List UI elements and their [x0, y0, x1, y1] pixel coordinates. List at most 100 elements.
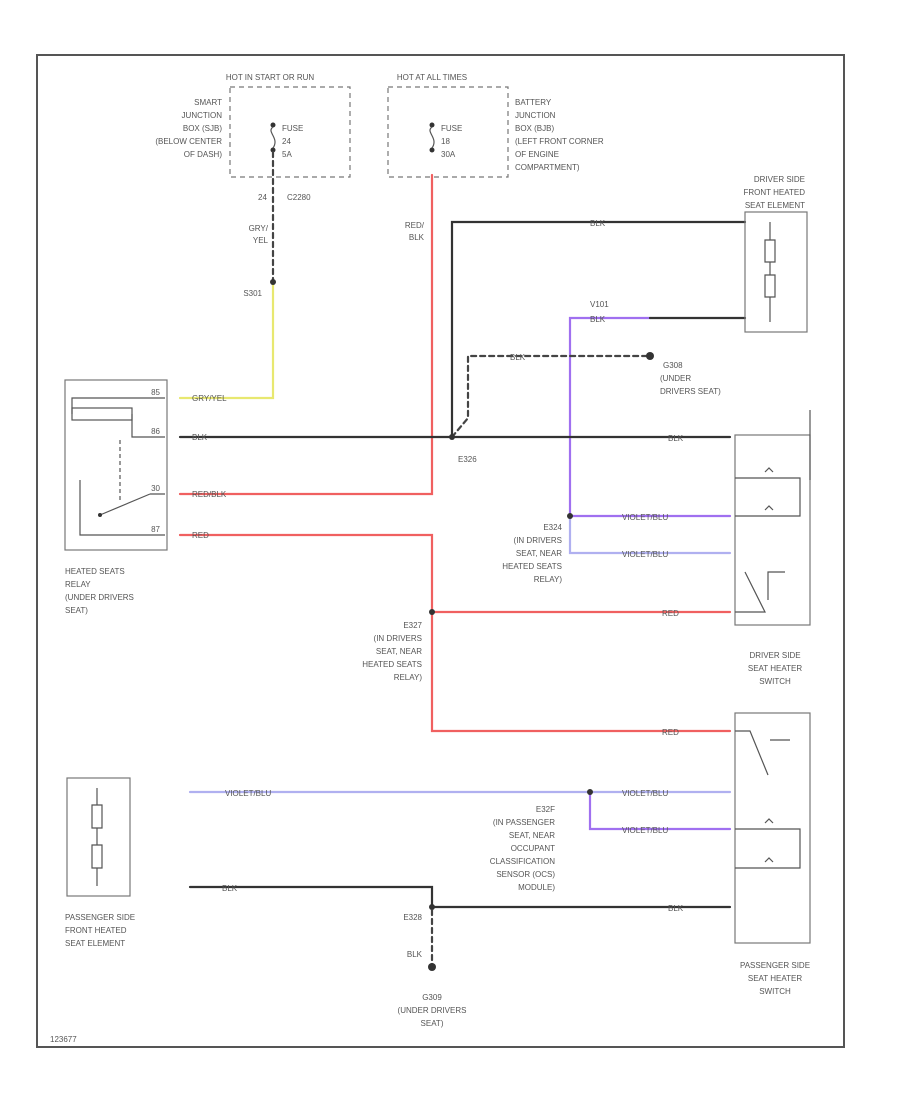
e327-splice: [429, 609, 435, 615]
hot-in-start-label: HOT IN START OR RUN: [226, 73, 315, 82]
e327-line2: (IN DRIVERS: [374, 634, 422, 643]
e328-splice: [429, 904, 435, 910]
fuse-24-icon: [270, 122, 276, 153]
g308-ground: [646, 352, 654, 360]
passenger-element-line2: FRONT HEATED: [65, 926, 127, 935]
driver-switch-lamp-icons: [735, 467, 801, 517]
passenger-element-heater-icon: [91, 788, 103, 886]
relay-pin-86: 86: [151, 427, 160, 436]
fuse-24-line1: FUSE: [282, 124, 303, 133]
blk-label-switch: BLK: [668, 434, 684, 443]
e324-line4: HEATED SEATS: [502, 562, 562, 571]
e32f-line2: (IN PASSENGER: [493, 818, 555, 827]
e328-label: E328: [403, 913, 422, 922]
relay-wire-red-blk: RED/BLK: [192, 490, 227, 499]
smart-jb-line3: BOX (SJB): [183, 124, 222, 133]
driver-switch-line2: SEAT HEATER: [748, 664, 802, 673]
passenger-switch-contact-icon: [735, 730, 790, 776]
battery-junction-box-outline: [387, 86, 509, 178]
passenger-element-line3: SEAT ELEMENT: [65, 939, 125, 948]
passenger-switch-line1: PASSENGER SIDE: [740, 961, 810, 970]
wire-g308-dashed: [450, 354, 652, 439]
battery-jb-line1: BATTERY: [515, 98, 552, 107]
relay-switch-icon: [79, 480, 165, 536]
blk-label-g309: BLK: [407, 950, 423, 959]
wire-red-blk: [178, 173, 434, 496]
s301-splice: [270, 279, 276, 285]
e32f-line7: MODULE): [518, 883, 555, 892]
battery-jb-line6: COMPARTMENT): [515, 163, 580, 172]
s301-label: S301: [243, 289, 262, 298]
wire-gry-yel: [178, 280, 275, 400]
wire-violet-passenger-switch: [588, 790, 732, 831]
g309-line3: SEAT): [421, 1019, 444, 1028]
driver-switch-line1: DRIVER SIDE: [749, 651, 800, 660]
smart-jb-line2: JUNCTION: [182, 111, 223, 120]
e327-line4: HEATED SEATS: [362, 660, 422, 669]
fuse-18-line2: 18: [441, 137, 450, 146]
gry-yel-label-1: GRY/: [249, 224, 269, 233]
battery-jb-line2: JUNCTION: [515, 111, 556, 120]
fuse-24-line2: 24: [282, 137, 291, 146]
e327-line3: SEAT, NEAR: [376, 647, 422, 656]
driver-switch-box: [734, 434, 811, 626]
gry-yel-label-2: YEL: [253, 236, 269, 245]
driver-element-line2: FRONT HEATED: [744, 188, 806, 197]
relay-pin-87: 87: [151, 525, 160, 534]
smart-jb-line5: OF DASH): [184, 150, 223, 159]
wire-violet-driver-element: [568, 316, 652, 518]
v101-label: V101: [590, 300, 609, 309]
fuse-18-icon: [429, 122, 435, 153]
g309-line2: (UNDER DRIVERS: [398, 1006, 467, 1015]
diagram-id: 123677: [50, 1035, 77, 1044]
g309-line1: G309: [422, 993, 442, 1002]
passenger-switch-line2: SEAT HEATER: [748, 974, 802, 983]
wire-blk-driver-element: [450, 220, 747, 439]
smart-junction-box-outline: [229, 86, 351, 178]
fuse-24-line3: 5A: [282, 150, 292, 159]
relay-line2: RELAY: [65, 580, 91, 589]
relay-line1: HEATED SEATS: [65, 567, 125, 576]
e32f-line5: CLASSIFICATION: [490, 857, 555, 866]
e324-line5: RELAY): [534, 575, 563, 584]
g308-line1: G308: [663, 361, 683, 370]
passenger-switch-box: [734, 712, 811, 944]
blk-label-mid: BLK: [590, 315, 606, 324]
red-blk-label-1: RED/: [405, 221, 425, 230]
e324-line1: E324: [543, 523, 562, 532]
g309-ground: [428, 963, 436, 971]
relay-line4: SEAT): [65, 606, 88, 615]
e32f-line4: OCCUPANT: [511, 844, 555, 853]
hot-at-all-times-label: HOT AT ALL TIMES: [397, 73, 467, 82]
violet-blu-label-3: VIOLET/BLU: [225, 789, 271, 798]
red-label-2: RED: [662, 728, 679, 737]
smart-jb-line4: (BELOW CENTER: [155, 137, 222, 146]
battery-jb-line3: BOX (BJB): [515, 124, 554, 133]
relay-wire-gry-yel: GRY/YEL: [192, 394, 227, 403]
violet-blu-label-5: VIOLET/BLU: [622, 826, 668, 835]
blk-label-passenger-2: BLK: [668, 904, 684, 913]
e324-line3: SEAT, NEAR: [516, 549, 562, 558]
red-label-1: RED: [662, 609, 679, 618]
e327-line5: RELAY): [394, 673, 423, 682]
red-blk-label-2: BLK: [409, 233, 425, 242]
relay-pin-85: 85: [151, 388, 160, 397]
e324-line2: (IN DRIVERS: [514, 536, 562, 545]
fuse-18-line1: FUSE: [441, 124, 462, 133]
driver-element-box: [744, 211, 808, 333]
e32f-line6: SENSOR (OCS): [496, 870, 555, 879]
blk-label-top: BLK: [590, 219, 606, 228]
smart-jb-line1: SMART: [194, 98, 222, 107]
wire-violet-blu-2: [568, 514, 732, 555]
e32f-splice: [587, 789, 593, 795]
e32f-line1: E32F: [536, 805, 555, 814]
relay-box: [64, 379, 168, 551]
driver-element-line3: SEAT ELEMENT: [745, 201, 805, 210]
driver-switch-contact-icon: [735, 571, 785, 613]
passenger-element-box: [66, 777, 131, 897]
passenger-switch-line3: SWITCH: [759, 987, 791, 996]
violet-blu-label-1: VIOLET/BLU: [622, 513, 668, 522]
wire-blk-passenger-element: [188, 885, 732, 909]
battery-jb-line5: OF ENGINE: [515, 150, 559, 159]
